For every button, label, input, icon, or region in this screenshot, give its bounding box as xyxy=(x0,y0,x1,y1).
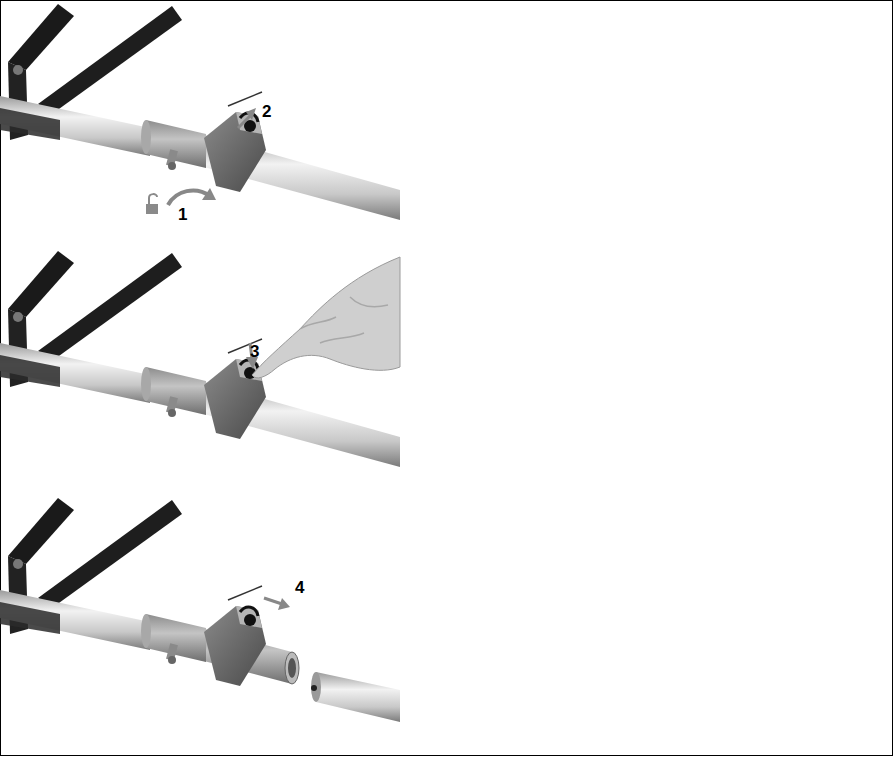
callout-number: 2 xyxy=(262,103,271,120)
panel-1 xyxy=(0,4,400,220)
callout-number: 1 xyxy=(178,206,187,223)
panel-2 xyxy=(0,251,400,467)
callout-number: 3 xyxy=(250,343,259,360)
panel-3 xyxy=(0,498,400,722)
callout-number: 4 xyxy=(295,579,304,596)
